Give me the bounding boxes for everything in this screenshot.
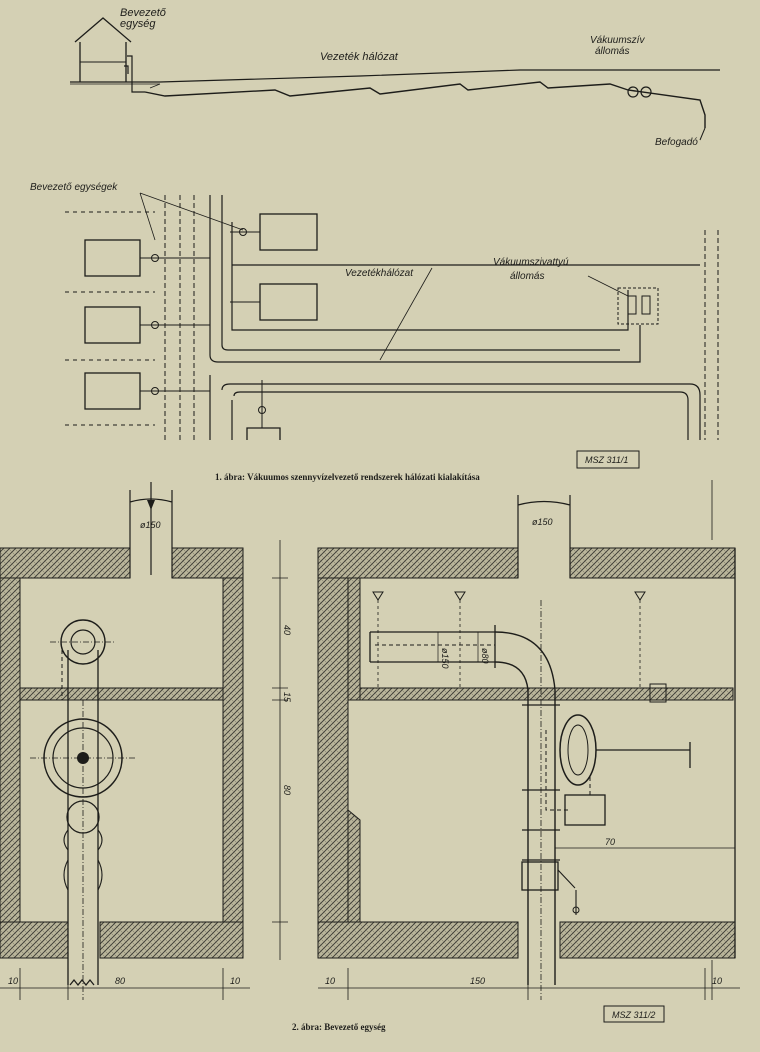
plan-units-label: Bevezető egységek [30, 182, 118, 193]
fig2-branch-dim-2: ø80 [480, 648, 490, 664]
elevation-unit-label-1: Bevezető [120, 7, 167, 19]
plan-station-label-2: állomás [510, 271, 544, 282]
fig2-bottom-right-dim-2: 150 [470, 976, 485, 986]
fig2-plan-view: ø150 40 15 80 10 80 10 [0, 482, 292, 1000]
fig2-caption: 2. ábra: Bevezető egység [292, 1022, 386, 1032]
fig2-left-dim-mid: 15 [282, 692, 292, 703]
fig2-bottom-right-dim-3: 10 [712, 976, 722, 986]
fig2-bottom-left-dim-1: 10 [8, 976, 18, 986]
elevation-station-label-2: állomás [595, 46, 629, 57]
fig1-elevation: Bevezető egység Vezeték hálózat Vákuumsz… [70, 7, 720, 148]
elevation-network-label: Vezeték hálózat [320, 51, 399, 63]
fig1-caption: 1. ábra: Vákuumos szennyvízelvezető rend… [215, 472, 480, 482]
plan-network-label: Vezetékhálózat [345, 268, 414, 279]
fig2-standard-box: MSZ 311/2 [612, 1010, 655, 1020]
fig2-left-dim-upper: 40 [282, 625, 292, 635]
fig2-bottom-left-dim-3: 10 [230, 976, 240, 986]
fig2-bottom-left-dim-2: 80 [115, 976, 125, 986]
fig2-branch-dim-1: ø150 [440, 648, 450, 669]
fig2-inner-dim: 70 [605, 837, 615, 847]
fig2-bottom-right-dim-1: 10 [325, 976, 335, 986]
fig2-left-dim-lower: 80 [282, 785, 292, 795]
elevation-unit-label-2: egység [120, 18, 156, 30]
plan-station-label-1: Vákuumszivattyú [493, 257, 569, 268]
fig1-plan: Bevezető egységek Vezetékhálózat Vákuums… [30, 182, 719, 482]
fig2-left-pipe-dia: ø150 [140, 520, 161, 530]
fig2-section-view: ø150 ø150 ø80 70 10 150 10 [292, 480, 740, 1032]
elevation-receiver-label: Befogadó [655, 137, 698, 148]
fig2-right-pipe-dia: ø150 [532, 517, 553, 527]
fig1-standard-box: MSZ 311/1 [585, 455, 628, 465]
elevation-station-label-1: Vákuumszív [590, 35, 645, 46]
